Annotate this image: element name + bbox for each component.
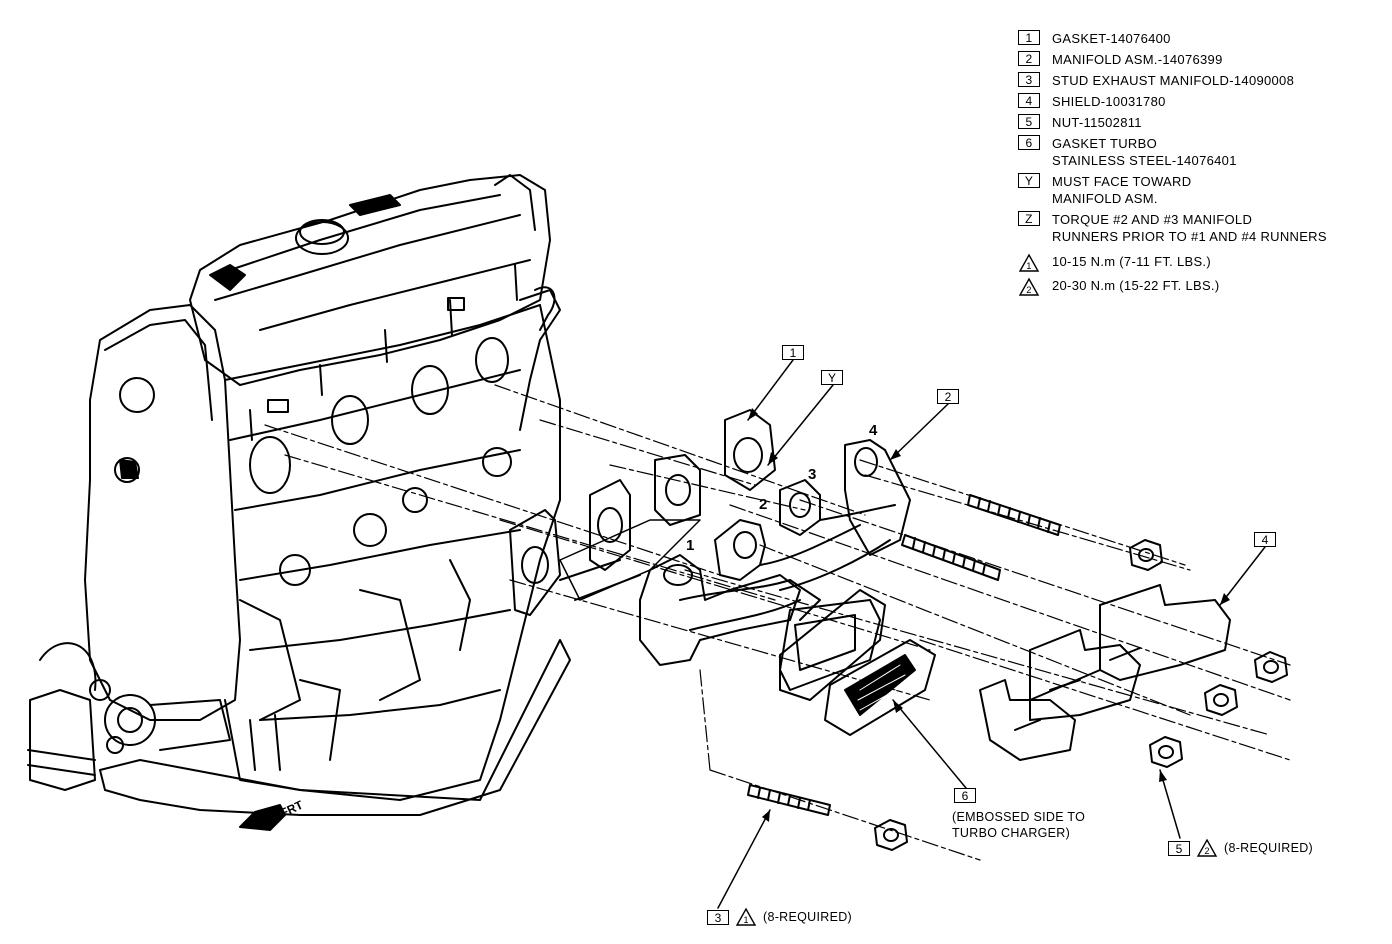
gasket-set bbox=[509, 409, 776, 616]
callout-box: 3 bbox=[707, 909, 729, 925]
heat-shield bbox=[979, 584, 1231, 761]
callout-box: 6 bbox=[954, 788, 976, 803]
legend-key-box: 4 bbox=[1018, 93, 1040, 108]
legend-text: TORQUE #2 AND #3 MANIFOLD RUNNERS PRIOR … bbox=[1052, 212, 1327, 244]
runner-number-1: 1 bbox=[686, 537, 695, 554]
legend-text: MUST FACE TOWARD MANIFOLD ASM. bbox=[1052, 174, 1192, 206]
callout-turbo-gasket: 6 bbox=[954, 788, 976, 803]
legend-item-5: 5 NUT-11502811 bbox=[1018, 114, 1378, 131]
legend-key-box: Y bbox=[1018, 173, 1040, 188]
legend-item-2: 2 MANIFOLD ASM.-14076399 bbox=[1018, 51, 1378, 68]
legend-item-z: Z TORQUE #2 AND #3 MANIFOLD RUNNERS PRIO… bbox=[1018, 211, 1378, 245]
legend-text: MANIFOLD ASM.-14076399 bbox=[1052, 52, 1223, 67]
torque-triangle-icon: 1 bbox=[1018, 253, 1040, 272]
legend-item-y: Y MUST FACE TOWARD MANIFOLD ASM. bbox=[1018, 173, 1378, 207]
engine-block bbox=[27, 174, 571, 816]
exhaust-manifold bbox=[639, 439, 911, 666]
legend-item-6: 6 GASKET TURBO STAINLESS STEEL-14076401 bbox=[1018, 135, 1378, 169]
torque-triangle-icon: 1 bbox=[735, 907, 757, 926]
torque-item-2: 2 20-30 N.m (15-22 FT. LBS.) bbox=[1018, 277, 1378, 297]
svg-text:1: 1 bbox=[743, 915, 748, 925]
front-arrow-icon bbox=[239, 804, 286, 831]
parts-legend: 1 GASKET-14076400 2 MANIFOLD ASM.-140763… bbox=[1018, 30, 1378, 297]
callout-box: 5 bbox=[1168, 840, 1190, 856]
runner-number-3: 3 bbox=[808, 466, 817, 483]
svg-text:1: 1 bbox=[1026, 261, 1031, 271]
torque-text: 20-30 N.m (15-22 FT. LBS.) bbox=[1052, 278, 1220, 293]
legend-key-box: 5 bbox=[1018, 114, 1040, 129]
torque-item-1: 1 10-15 N.m (7-11 FT. LBS.) bbox=[1018, 253, 1378, 273]
callout-nut: 5 2 (8-REQUIRED) bbox=[1168, 838, 1313, 858]
callout-box: Y bbox=[821, 370, 843, 385]
leader-lines bbox=[717, 359, 1266, 909]
torque-text: 10-15 N.m (7-11 FT. LBS.) bbox=[1052, 254, 1211, 269]
required-note: (8-REQUIRED) bbox=[1224, 841, 1314, 855]
torque-triangle-icon: 2 bbox=[1196, 838, 1218, 857]
svg-text:2: 2 bbox=[1026, 285, 1031, 295]
callout-box: 1 bbox=[782, 345, 804, 360]
svg-text:2: 2 bbox=[1204, 846, 1209, 856]
turbo-flange-gasket bbox=[779, 589, 936, 736]
nuts bbox=[874, 539, 1288, 851]
legend-key-box: 1 bbox=[1018, 30, 1040, 45]
legend-text: SHIELD-10031780 bbox=[1052, 94, 1166, 109]
callout-box: 4 bbox=[1254, 532, 1276, 547]
legend-text: GASKET TURBO STAINLESS STEEL-14076401 bbox=[1052, 136, 1237, 168]
legend-key-box: 3 bbox=[1018, 72, 1040, 87]
legend-item-3: 3 STUD EXHAUST MANIFOLD-14090008 bbox=[1018, 72, 1378, 89]
runner-number-2: 2 bbox=[759, 496, 768, 513]
legend-item-4: 4 SHIELD-10031780 bbox=[1018, 93, 1378, 110]
legend-item-1: 1 GASKET-14076400 bbox=[1018, 30, 1378, 47]
callout-shield: 4 bbox=[1254, 532, 1276, 547]
legend-text: STUD EXHAUST MANIFOLD-14090008 bbox=[1052, 73, 1295, 88]
required-note: (8-REQUIRED) bbox=[763, 910, 853, 924]
callout-must-face: Y bbox=[821, 370, 843, 385]
legend-text: GASKET-14076400 bbox=[1052, 31, 1171, 46]
callout-gasket: 1 bbox=[782, 345, 804, 360]
legend-key-box: 2 bbox=[1018, 51, 1040, 66]
legend-key-box: 6 bbox=[1018, 135, 1040, 150]
callout-box: 2 bbox=[937, 389, 959, 404]
legend-key-box: Z bbox=[1018, 211, 1040, 226]
runner-number-4: 4 bbox=[869, 422, 878, 439]
studs bbox=[747, 494, 1061, 816]
turbo-gasket-note: (EMBOSSED SIDE TO TURBO CHARGER) bbox=[952, 810, 1086, 840]
callout-stud: 3 1 (8-REQUIRED) bbox=[707, 907, 852, 927]
legend-text: NUT-11502811 bbox=[1052, 115, 1142, 130]
torque-triangle-icon: 2 bbox=[1018, 277, 1040, 296]
callout-manifold: 2 bbox=[937, 389, 959, 404]
